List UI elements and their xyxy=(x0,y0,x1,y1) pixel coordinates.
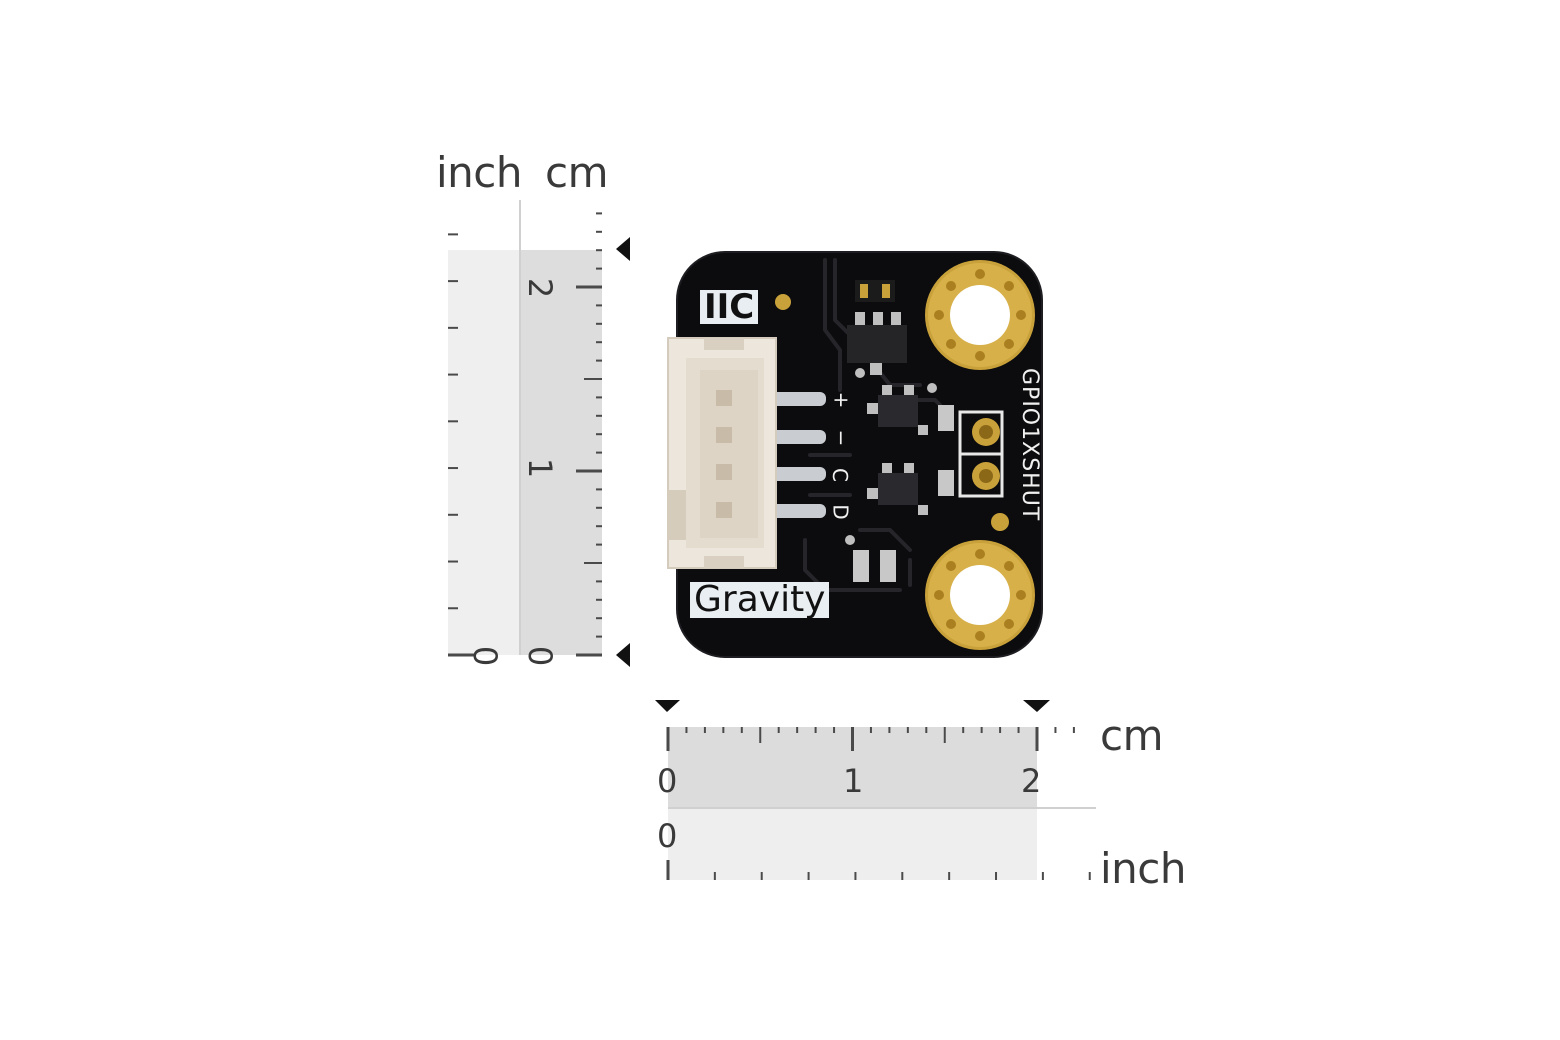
board-gpio-label: GPIO1XSHUT xyxy=(1017,368,1042,522)
pin-label-plus: + xyxy=(829,391,854,409)
via-dot xyxy=(1016,310,1026,320)
vertical-ruler-cm-0: 0 xyxy=(521,645,560,667)
horizontal-ruler-cm-2: 2 xyxy=(1021,762,1042,800)
pin-label-c: C xyxy=(827,468,852,482)
vertical-ruler-cm-unit: cm xyxy=(545,148,609,197)
pin-label-d: D xyxy=(828,504,853,520)
via-dot xyxy=(946,618,957,629)
horizontal-ruler-cm-0: 0 xyxy=(657,762,678,800)
via-dot xyxy=(946,561,957,572)
via-dot xyxy=(1003,338,1014,349)
board-iic-label: IIC xyxy=(700,290,759,324)
vertical-ruler-inch-0: 0 xyxy=(466,645,505,667)
pcb-graphic xyxy=(667,251,1043,658)
via-dot xyxy=(975,549,985,559)
vertical-ruler-inch-unit: inch xyxy=(436,148,523,197)
via-dot xyxy=(946,338,957,349)
vertical-ruler-cm-1: 1 xyxy=(521,457,560,479)
via-dot xyxy=(1016,590,1026,600)
via-dot xyxy=(1003,618,1014,629)
via-dot xyxy=(1003,561,1014,572)
horizontal-ruler-graphic xyxy=(655,700,1096,880)
horizontal-ruler-inch-unit: inch xyxy=(1100,844,1187,893)
board-gravity-label: Gravity xyxy=(690,582,830,618)
vertical-ruler-cm-2: 2 xyxy=(521,277,560,299)
via-dot xyxy=(1003,281,1014,292)
horizontal-ruler-cm-1: 1 xyxy=(843,762,864,800)
via-dot xyxy=(934,310,944,320)
via-dot xyxy=(946,281,957,292)
vertical-ruler-graphic xyxy=(448,200,630,667)
via-dot xyxy=(934,590,944,600)
via-dot xyxy=(975,269,985,279)
pin-label-minus: − xyxy=(829,429,854,447)
horizontal-ruler-cm-unit: cm xyxy=(1100,711,1164,760)
via-dot xyxy=(975,351,985,361)
horizontal-ruler-inch-0: 0 xyxy=(657,817,678,855)
via-dot xyxy=(975,631,985,641)
